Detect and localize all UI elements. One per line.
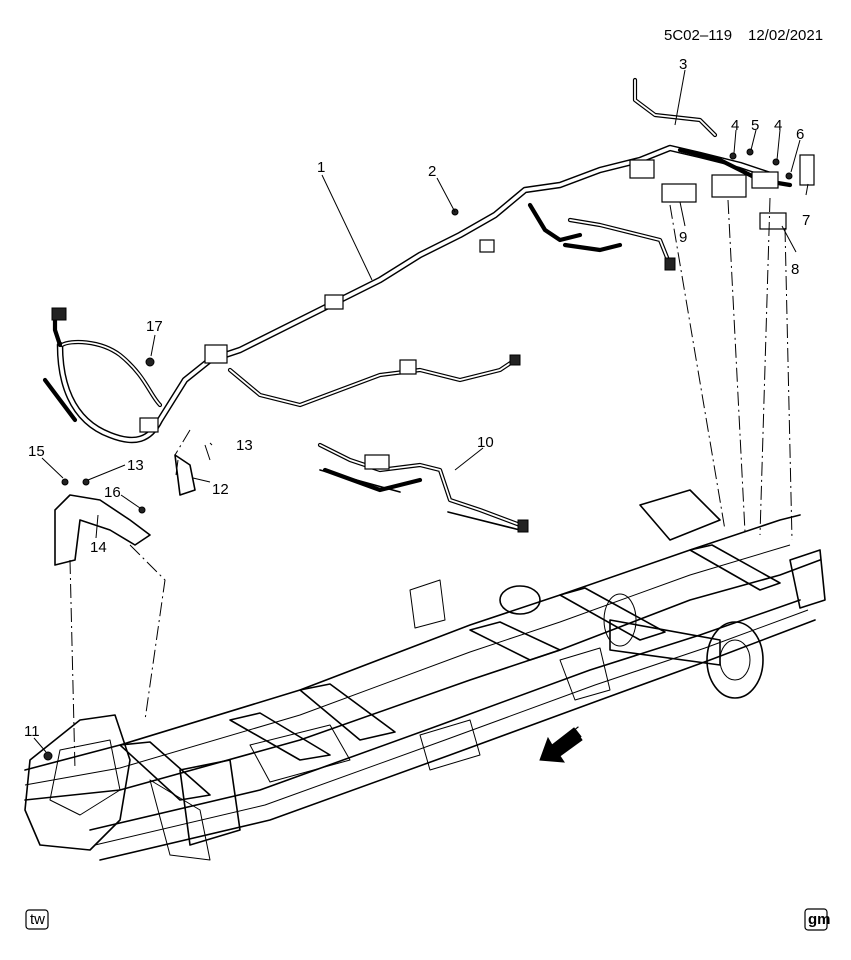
callout-11: 11 (24, 723, 40, 740)
harness-3 (632, 77, 793, 198)
part-8 (759, 212, 787, 230)
front-direction-arrow: FRT (539, 724, 587, 763)
callout-2: 2 (428, 163, 436, 180)
callout-8: 8 (791, 261, 799, 278)
diagram-date: 12/02/2021 (748, 27, 823, 44)
callout-6: 6 (796, 126, 804, 143)
callout-7: 7 (802, 212, 810, 229)
part-12 (174, 454, 196, 496)
vehicle-frame (24, 489, 826, 861)
harness-10 (317, 442, 529, 533)
callout-12: 12 (212, 481, 229, 498)
tw-badge (25, 909, 49, 930)
main-harness (42, 144, 774, 444)
callout-10: 10 (477, 434, 494, 451)
callout-9: 9 (679, 229, 687, 246)
callouts: 1 2 3 4 5 4 6 7 8 9 10 11 12 13 13 14 15… (24, 56, 810, 740)
callout-15: 15 (28, 443, 45, 460)
diagram-id: 5C02–119 (664, 27, 732, 44)
arrow-icon (539, 727, 583, 763)
part-7 (799, 154, 815, 186)
alignment-lines (69, 197, 793, 771)
tw-badge-label: tw (30, 911, 45, 928)
part-14 (54, 494, 151, 566)
callout-13: 13 (127, 457, 144, 474)
callout-17: 17 (146, 318, 163, 335)
callout-14: 14 (90, 539, 107, 556)
leader-lines (33, 69, 809, 753)
callout-4: 4 (774, 117, 782, 134)
footer: tw gm (25, 908, 831, 931)
callout-13: 13 (236, 437, 253, 454)
callout-5: 5 (751, 117, 759, 134)
callout-1: 1 (317, 159, 325, 176)
gm-logo-icon: gm (808, 911, 831, 928)
part-9 (661, 183, 697, 203)
gm-badge (804, 908, 828, 931)
diagram-header: 5C02–119 12/02/2021 (664, 27, 823, 44)
bracket-parts (43, 357, 211, 761)
callout-4: 4 (731, 117, 739, 134)
callout-3: 3 (679, 56, 687, 73)
callout-16: 16 (104, 484, 121, 501)
